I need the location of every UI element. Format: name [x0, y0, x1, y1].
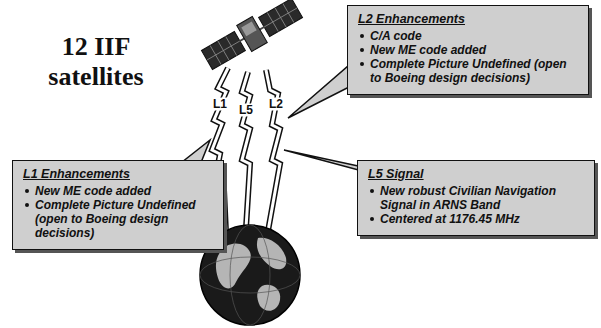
callout-box: L2 EnhancementsC/A codeNew ME code added… — [347, 5, 589, 95]
callout-bullet: New ME code added — [358, 43, 580, 57]
callout-box: L5 SignalNew robust Civilian Navigation … — [357, 160, 595, 236]
signal-label: L1 — [212, 98, 228, 111]
signal-label: L2 — [268, 98, 284, 111]
callout-tail — [288, 60, 355, 118]
callout-box: L1 EnhancementsNew ME code addedComplete… — [12, 160, 224, 250]
satellite — [199, 0, 304, 73]
callout-heading: L2 Enhancements — [358, 11, 580, 27]
globe-grid — [230, 225, 270, 325]
panel-grid — [201, 0, 302, 70]
satellite-detail — [241, 21, 256, 36]
signal-bolt — [242, 72, 250, 228]
diagram-title: 12 IIF satellites — [30, 32, 162, 92]
callout-bullet: New robust Civilian Navigation Signal in… — [368, 184, 586, 212]
signal-bolt — [266, 70, 280, 231]
callout-bullet: Complete Picture Undefined (open to Boei… — [358, 57, 580, 85]
callout-heading: L5 Signal — [368, 166, 586, 182]
callout-bullet: Complete Picture Undefined (open to Boei… — [23, 198, 215, 240]
globe-grid — [200, 257, 300, 293]
satellite-body — [237, 17, 268, 52]
callout-heading: L1 Enhancements — [23, 166, 215, 182]
continent — [257, 285, 280, 311]
callout-bullet: New ME code added — [23, 184, 215, 198]
continent — [216, 243, 251, 288]
callout-bullet: Centered at 1176.45 MHz — [368, 212, 586, 226]
callout-bullet: C/A code — [358, 29, 580, 43]
continent — [257, 238, 286, 270]
signal-label: L5 — [238, 104, 254, 117]
signal-bolt — [242, 72, 250, 228]
signal-bolt — [266, 70, 280, 231]
